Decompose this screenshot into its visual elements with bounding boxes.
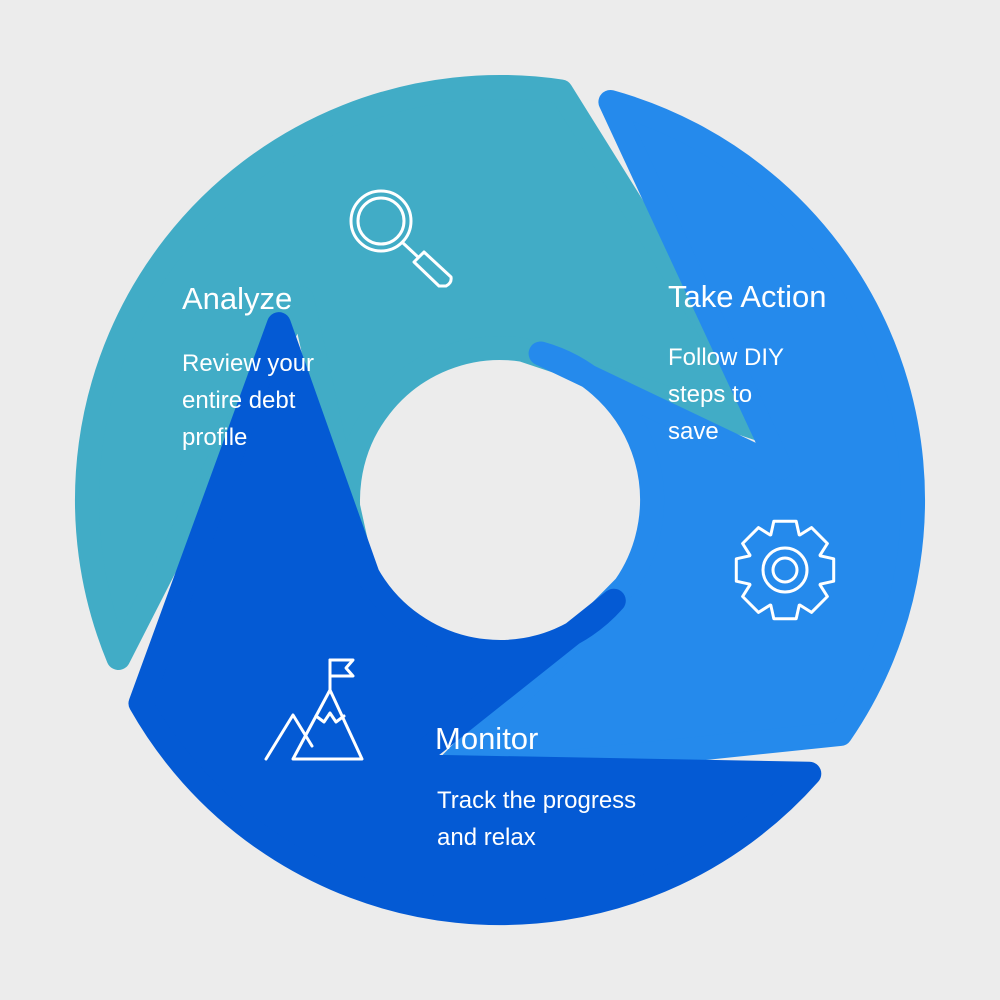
gear-icon <box>734 519 836 621</box>
take-action-description: Follow DIY steps to save <box>668 344 785 445</box>
monitor-description: Track the progress and relax <box>437 787 637 851</box>
segment-take-action <box>426 90 926 788</box>
analyze-title: Analyze <box>182 281 293 316</box>
take-action-title: Take Action <box>668 279 827 314</box>
segment-analyze <box>75 75 787 670</box>
mountain-flag-icon <box>264 658 364 761</box>
segment-monitor <box>128 312 822 926</box>
analyze-description: Review your entire debt profile <box>182 350 315 451</box>
magnifier-icon <box>349 189 453 288</box>
monitor-title: Monitor <box>435 721 539 756</box>
